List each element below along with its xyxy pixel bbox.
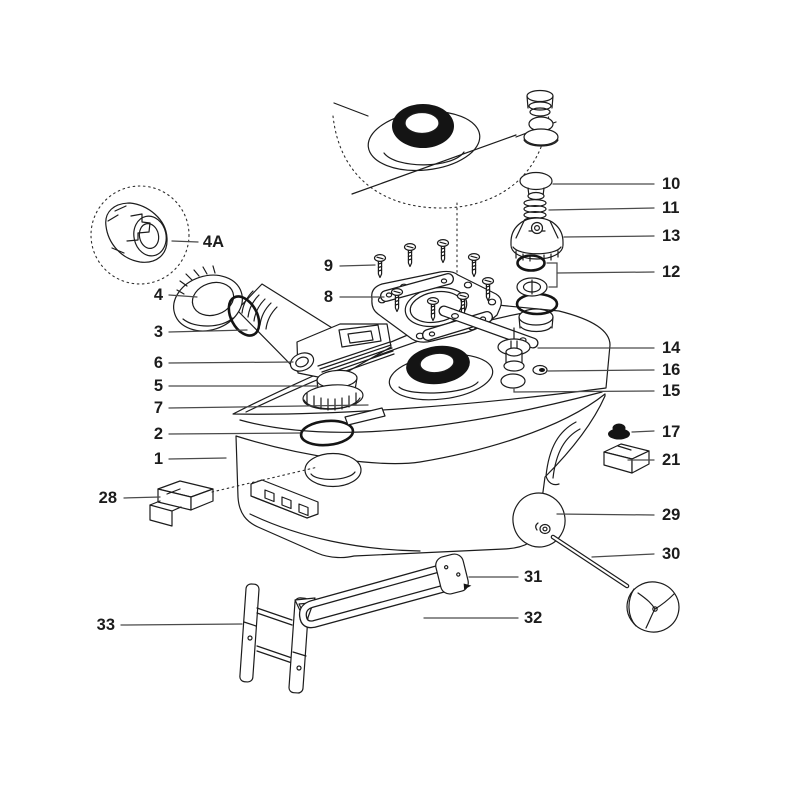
part-label-32: 32	[524, 609, 542, 627]
tank-opening	[304, 452, 362, 488]
part-15-valve	[497, 327, 531, 389]
part-label-9: 9	[324, 257, 333, 275]
part-label-21: 21	[662, 451, 680, 469]
part-label-29: 29	[662, 506, 680, 524]
part-label-5: 5	[154, 377, 163, 395]
part-12-seals	[516, 254, 558, 297]
part-31-endcap	[435, 553, 472, 595]
leader-17	[631, 430, 655, 433]
leader-30	[591, 553, 655, 558]
valve-seal	[500, 373, 526, 389]
clamp-ring	[302, 384, 364, 411]
spout-assembly	[236, 283, 395, 411]
part-label-4: 4	[154, 286, 164, 304]
spout-mouth	[289, 352, 315, 372]
leader-7	[168, 404, 369, 409]
tank-side-pocket	[545, 421, 581, 486]
part-17-grommet	[608, 423, 630, 440]
leader-16	[547, 369, 655, 372]
leader-3	[168, 329, 248, 333]
leader-15	[513, 387, 655, 393]
part-3-oring	[227, 295, 261, 337]
part-33-bracket	[239, 583, 316, 694]
part-label-17: 17	[662, 423, 680, 441]
part-label-33: 33	[97, 616, 115, 634]
part-label-13: 13	[662, 227, 680, 245]
leader-13	[563, 235, 655, 238]
lid-filler-neck	[515, 292, 559, 333]
part-label-15: 15	[662, 382, 680, 400]
part-label-4A: 4A	[203, 233, 224, 251]
leader-11	[548, 207, 655, 211]
part-29-wheel	[512, 492, 566, 548]
part-2-oring	[299, 419, 355, 447]
part-label-30: 30	[662, 545, 680, 563]
part-21-block	[603, 443, 650, 474]
part-30-axle	[550, 534, 680, 633]
part-label-10: 10	[662, 175, 680, 193]
part-13-cap	[510, 217, 564, 262]
inset-cap-4a	[90, 185, 190, 285]
part-label-8: 8	[324, 288, 333, 306]
part-4-cap	[173, 265, 243, 332]
part-label-2: 2	[154, 425, 163, 443]
part-label-6: 6	[154, 354, 163, 372]
bracket-12	[546, 262, 558, 288]
inset-top-seal-detail	[332, 89, 559, 280]
part-label-7: 7	[154, 399, 163, 417]
part-label-1: 1	[154, 450, 163, 468]
part-labels: 4A 4 3 6 5 7 2 1 28 33 9 8 10 11 13 12 1…	[97, 175, 682, 634]
leader-4A	[171, 240, 199, 243]
leader-4	[168, 294, 198, 298]
part-label-12: 12	[662, 263, 680, 281]
part-label-31: 31	[524, 568, 542, 586]
leader-1	[168, 457, 227, 460]
leader-6	[168, 361, 294, 364]
leader-lines	[120, 183, 655, 626]
leader-33	[120, 623, 243, 626]
part-label-3: 3	[154, 323, 163, 341]
axle-wheel	[626, 581, 680, 633]
part-label-28: 28	[99, 489, 117, 507]
tank-slider-rail	[250, 479, 319, 519]
leader-9	[339, 264, 376, 267]
leader-12	[556, 271, 655, 274]
part-10-knob	[519, 171, 553, 201]
part-label-16: 16	[662, 361, 680, 379]
lid-handle-recess	[344, 407, 386, 426]
part-label-14: 14	[662, 339, 681, 357]
leader-29	[556, 513, 655, 516]
part-label-11: 11	[662, 199, 679, 217]
breather-valve-detail	[523, 128, 559, 146]
leader-28	[123, 496, 161, 499]
part-16-hole	[532, 364, 548, 376]
leader-2	[168, 432, 301, 435]
